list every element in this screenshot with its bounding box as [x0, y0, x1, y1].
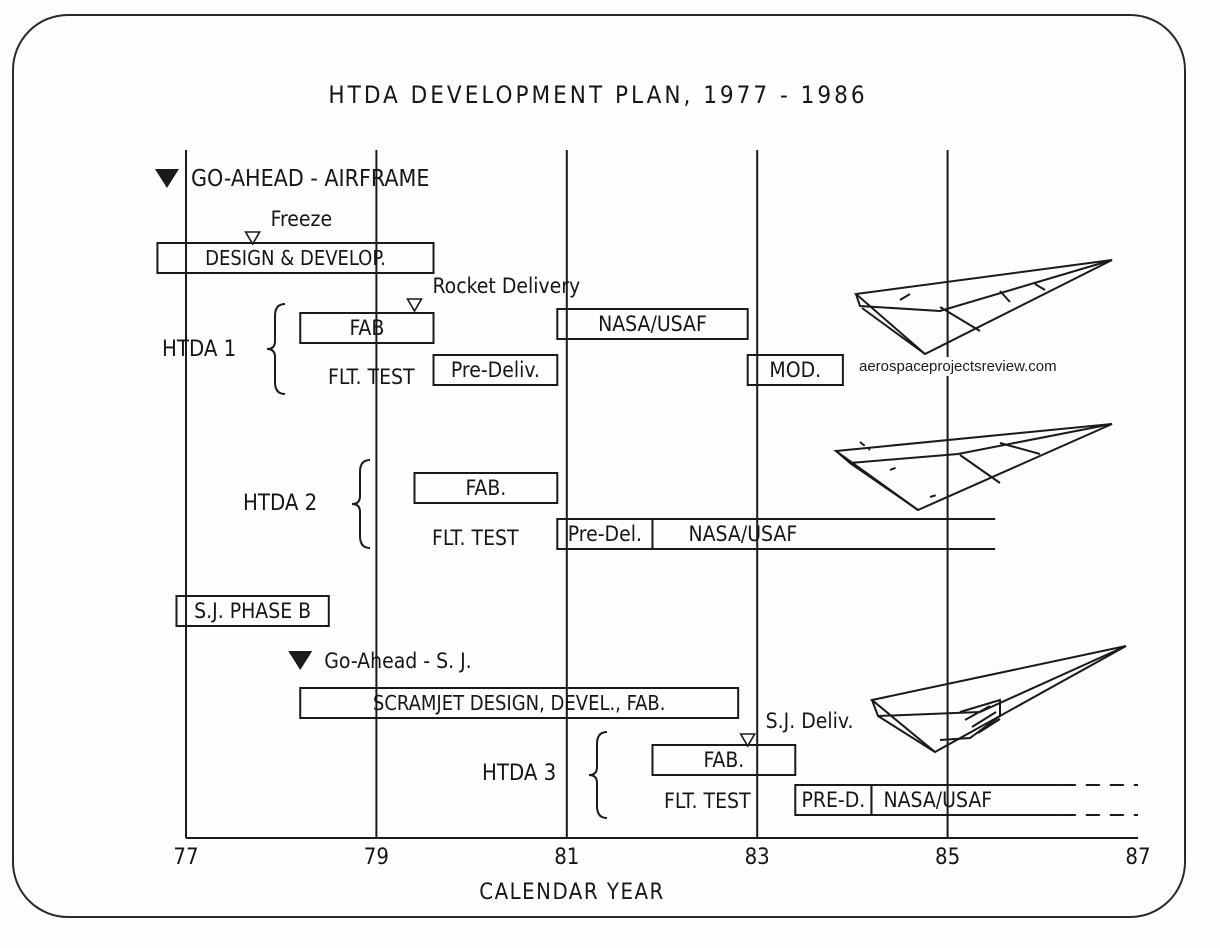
task-label: NASA/USAF — [598, 312, 707, 336]
milestone-2: Rocket Delivery — [406, 274, 580, 313]
milestone-3: Go-Ahead - S. J. — [288, 649, 472, 673]
chart-frame — [12, 14, 1186, 918]
task-bar-rect — [432, 354, 559, 386]
x-tick-label-77: 77 — [173, 845, 198, 870]
milestone-label: Freeze — [271, 207, 332, 231]
milestone-marker-open — [739, 733, 757, 748]
task-label: SCRAMJET DESIGN, DEVEL., FAB. — [373, 691, 666, 715]
milestone-marker-open — [244, 231, 262, 246]
task-bar-10: FAB. — [651, 744, 797, 776]
task-bar-1: FAB — [299, 312, 435, 344]
year-gridlines — [185, 150, 949, 838]
chart-title: HTDA DEVELOPMENT PLAN, 1977 - 1986 — [328, 81, 867, 109]
task-bar-rect — [556, 308, 749, 340]
task-bar-12: NASA/USAF — [870, 784, 1138, 816]
group-0: HTDA 1 — [162, 303, 286, 395]
row-label-flt-test: FLT. TEST — [664, 789, 751, 813]
task-bar-rect — [651, 744, 797, 776]
task-bar-rect — [299, 687, 740, 719]
milestone-1: Freeze — [244, 207, 332, 246]
row-labels: FLT. TEST FLT. TEST FLT. TEST — [328, 365, 751, 813]
aircraft-sketch-htda3 — [869, 645, 1127, 754]
x-tick-label-79: 79 — [364, 845, 389, 870]
task-bar-rect — [413, 472, 559, 504]
task-label: Pre-Del. — [568, 522, 642, 546]
milestone-label: GO-AHEAD - AIRFRAME — [191, 166, 429, 192]
task-label: NASA/USAF — [883, 788, 992, 812]
aircraft-sketch-htda1 — [853, 259, 1113, 356]
task-label: S.J. PHASE B — [194, 599, 311, 623]
task-label: FAB. — [465, 476, 506, 500]
task-bar-3: NASA/USAF — [556, 308, 749, 340]
x-tick-label-83: 83 — [745, 845, 770, 870]
task-bars: DESIGN & DEVELOP. FAB Pre-Deliv. NASA/USAF M… — [156, 242, 1138, 816]
task-bar-rect — [746, 354, 844, 386]
group-brace — [351, 459, 371, 549]
vehicle-groups: HTDA 1 HTDA 2 HTDA 3 — [162, 303, 608, 819]
task-label: Pre-Deliv. — [451, 358, 540, 382]
task-label: MOD. — [769, 358, 821, 382]
group-2: HTDA 3 — [482, 731, 608, 819]
task-bar-0: DESIGN & DEVELOP. — [156, 242, 435, 274]
group-label: HTDA 3 — [482, 761, 556, 786]
group-label: HTDA 1 — [162, 337, 236, 362]
task-bar-7: NASA/USAF — [651, 518, 996, 550]
x-tick-labels: 77 79 81 83 85 87 — [173, 845, 1150, 870]
task-bar-rect — [175, 595, 330, 627]
group-brace — [266, 303, 286, 395]
milestone-label: Rocket Delivery — [432, 274, 580, 298]
row-label-flt-test: FLT. TEST — [432, 526, 519, 550]
task-label: FAB — [349, 316, 384, 340]
task-bar-rect — [156, 242, 435, 274]
task-label: PRE-D. — [801, 788, 865, 812]
task-bar-11: PRE-D. — [794, 784, 873, 816]
task-bar-2: Pre-Deliv. — [432, 354, 559, 386]
task-label: FAB. — [703, 748, 744, 772]
group-label: HTDA 2 — [243, 491, 317, 516]
milestone-marker-filled — [154, 169, 179, 188]
milestone-label: S.J. Deliv. — [766, 709, 854, 733]
milestone-marker-filled — [288, 651, 313, 670]
milestone-0: GO-AHEAD - AIRFRAME — [154, 166, 429, 192]
watermark-text: aerospaceprojectsreview.com — [856, 357, 1060, 376]
row-label-flt-test: FLT. TEST — [328, 365, 415, 389]
milestone-4: S.J. Deliv. — [739, 709, 854, 748]
group-1: HTDA 2 — [243, 459, 371, 549]
task-bar-4: MOD. — [746, 354, 844, 386]
task-bar-8: S.J. PHASE B — [175, 595, 330, 627]
x-tick-label-85: 85 — [935, 845, 960, 870]
group-brace — [588, 731, 608, 819]
task-label: DESIGN & DEVELOP. — [205, 246, 386, 270]
task-label: NASA/USAF — [688, 522, 797, 546]
task-bar-5: FAB. — [413, 472, 559, 504]
x-tick-label-87: 87 — [1125, 845, 1150, 870]
milestone-label: Go-Ahead - S. J. — [324, 649, 471, 673]
x-axis-label: CALENDAR YEAR — [479, 880, 665, 905]
task-bar-rect — [299, 312, 435, 344]
task-bar-6: Pre-Del. — [556, 518, 654, 550]
milestone-marker-open — [406, 298, 423, 313]
task-bar-9: SCRAMJET DESIGN, DEVEL., FAB. — [299, 687, 740, 719]
x-tick-label-81: 81 — [554, 845, 579, 870]
aircraft-sketch-htda2 — [833, 423, 1113, 512]
